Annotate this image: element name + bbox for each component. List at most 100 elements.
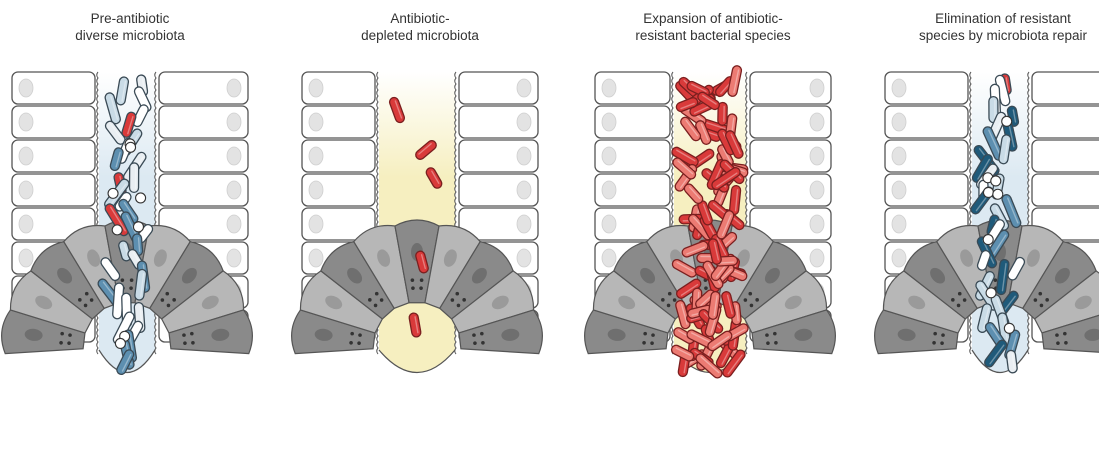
epithelial-cell bbox=[302, 140, 375, 172]
epithelial-cell bbox=[12, 140, 95, 172]
epithelial-cell bbox=[885, 106, 968, 138]
cell-nucleus bbox=[892, 79, 906, 97]
granule bbox=[933, 332, 937, 336]
granule bbox=[755, 298, 759, 302]
granule bbox=[451, 298, 455, 302]
granule bbox=[668, 292, 672, 296]
bacterium bbox=[130, 163, 139, 193]
cell-nucleus bbox=[602, 79, 616, 97]
cell-body bbox=[1032, 106, 1099, 138]
granule bbox=[748, 292, 752, 296]
panel-pre-antibiotic: Pre-antibioticdiverse microbiota bbox=[0, 0, 260, 468]
granule bbox=[84, 304, 88, 308]
cell-nucleus bbox=[227, 181, 241, 199]
cell-nucleus bbox=[19, 181, 33, 199]
epithelial-cell bbox=[885, 140, 968, 172]
cell-nucleus bbox=[227, 147, 241, 165]
cell-body bbox=[1032, 140, 1099, 172]
granule bbox=[380, 298, 384, 302]
granule bbox=[358, 333, 362, 337]
cell-body bbox=[1032, 72, 1099, 104]
granule bbox=[773, 332, 777, 336]
granule bbox=[350, 332, 354, 336]
granule bbox=[165, 292, 169, 296]
cell-nucleus bbox=[892, 147, 906, 165]
cell-nucleus bbox=[517, 113, 531, 131]
cell-nucleus bbox=[602, 215, 616, 233]
cell-nucleus bbox=[309, 79, 323, 97]
cell-nucleus bbox=[309, 147, 323, 165]
cell-nucleus bbox=[227, 113, 241, 131]
epithelial-cell bbox=[159, 72, 248, 104]
epithelial-cell bbox=[459, 174, 538, 206]
granule bbox=[130, 278, 134, 282]
granule bbox=[462, 298, 466, 302]
epithelial-cell bbox=[750, 72, 831, 104]
epithelial-cell bbox=[885, 72, 968, 104]
epithelial-cell bbox=[459, 140, 538, 172]
granule bbox=[183, 341, 187, 345]
granule bbox=[963, 298, 967, 302]
epithelial-cell bbox=[302, 106, 375, 138]
granule bbox=[667, 304, 671, 308]
epithelial-cell bbox=[1032, 106, 1099, 138]
crypt-diagram bbox=[0, 0, 260, 468]
cell-nucleus bbox=[227, 79, 241, 97]
epithelial-cell bbox=[159, 174, 248, 206]
granule bbox=[766, 341, 770, 345]
granule bbox=[67, 341, 71, 345]
epithelial-cell bbox=[1032, 140, 1099, 172]
cell-nucleus bbox=[602, 181, 616, 199]
granule bbox=[85, 292, 89, 296]
epithelial-cell bbox=[159, 106, 248, 138]
crypt-diagram bbox=[290, 0, 550, 468]
granule bbox=[411, 278, 415, 282]
cell-nucleus bbox=[517, 249, 531, 267]
panel-expansion-resistant: Expansion of antibiotic-resistant bacter… bbox=[583, 0, 843, 468]
granule bbox=[941, 333, 945, 337]
granule bbox=[411, 286, 415, 290]
granule bbox=[480, 332, 484, 336]
granule bbox=[129, 286, 133, 290]
granule bbox=[481, 341, 485, 345]
granule bbox=[765, 333, 769, 337]
granule bbox=[1056, 341, 1060, 345]
cell-nucleus bbox=[227, 215, 241, 233]
granule bbox=[455, 292, 459, 296]
cell-nucleus bbox=[892, 113, 906, 131]
granule bbox=[651, 333, 655, 337]
spore bbox=[1002, 116, 1012, 126]
granule bbox=[957, 304, 961, 308]
epithelial-cell bbox=[750, 106, 831, 138]
granule bbox=[457, 304, 461, 308]
crypt-diagram bbox=[583, 0, 843, 468]
granule bbox=[774, 341, 778, 345]
granule bbox=[1038, 292, 1042, 296]
granule bbox=[420, 278, 424, 282]
epithelial-cell bbox=[750, 140, 831, 172]
spore bbox=[993, 189, 1003, 199]
epithelial-cell bbox=[885, 174, 968, 206]
panel-antibiotic-depleted: Antibiotic-depleted microbiota bbox=[290, 0, 550, 468]
cell-nucleus bbox=[892, 249, 906, 267]
granule bbox=[1045, 298, 1049, 302]
granule bbox=[643, 332, 647, 336]
granule bbox=[472, 333, 476, 337]
granule bbox=[121, 278, 125, 282]
granule bbox=[650, 341, 654, 345]
epithelial-cell bbox=[1032, 174, 1099, 206]
epithelial-cell bbox=[1032, 72, 1099, 104]
epithelial-cell bbox=[595, 106, 670, 138]
granule bbox=[642, 341, 646, 345]
cell-nucleus bbox=[810, 249, 824, 267]
cell-nucleus bbox=[810, 181, 824, 199]
epithelial-cell bbox=[159, 140, 248, 172]
cell-nucleus bbox=[810, 79, 824, 97]
cell-nucleus bbox=[309, 181, 323, 199]
cell-body bbox=[1032, 174, 1099, 206]
cell-nucleus bbox=[517, 79, 531, 97]
granule bbox=[1064, 341, 1068, 345]
granule bbox=[940, 341, 944, 345]
spore bbox=[108, 188, 118, 198]
epithelial-cell bbox=[12, 72, 95, 104]
